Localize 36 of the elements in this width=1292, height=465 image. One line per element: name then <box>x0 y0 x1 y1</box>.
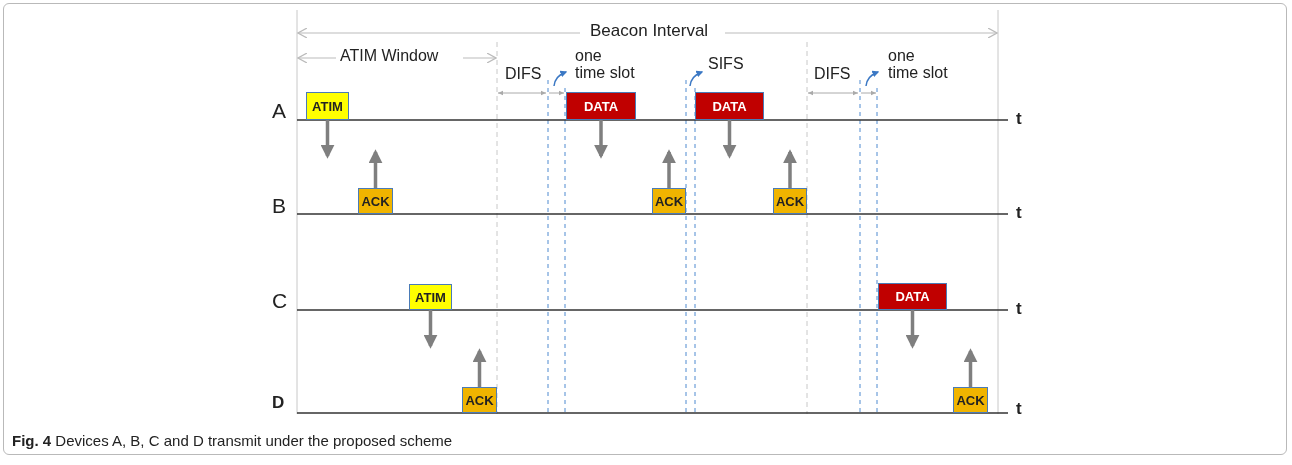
label: B <box>272 195 286 218</box>
packet-box: ACK <box>652 188 686 214</box>
arrow <box>963 348 978 387</box>
packet-box: DATA <box>566 92 636 120</box>
label: C <box>272 290 288 313</box>
packet-box: ACK <box>358 188 393 214</box>
packet-box: DATA <box>878 283 947 310</box>
label: one time slot <box>575 48 636 82</box>
label: Beacon Interval <box>590 22 709 40</box>
label: D <box>272 394 285 412</box>
arrow <box>783 149 797 188</box>
arrow <box>594 120 608 159</box>
packet-box: ACK <box>953 387 988 413</box>
label: one time slot <box>888 48 949 82</box>
label: t <box>1016 204 1022 222</box>
caption: Fig. 4 Devices A, B, C and D transmit under the proposed scheme <box>12 432 453 449</box>
label: ATIM Window <box>340 48 439 65</box>
label: DIFS <box>814 66 851 83</box>
packet-box: DATA <box>695 92 764 120</box>
label: A <box>272 100 286 123</box>
packet-box: ACK <box>773 188 807 214</box>
label: DIFS <box>505 66 542 83</box>
packet-box: ATIM <box>409 284 452 310</box>
arrow <box>662 149 676 188</box>
arrow <box>368 149 383 188</box>
packet-box: ACK <box>462 387 497 413</box>
arrow <box>905 310 920 349</box>
arrow <box>423 310 438 349</box>
label: t <box>1016 300 1022 318</box>
label: SIFS <box>708 56 744 73</box>
arrow <box>472 348 487 387</box>
arrow <box>320 120 335 159</box>
arrow <box>722 120 737 159</box>
label: t <box>1016 400 1022 418</box>
label: t <box>1016 110 1022 128</box>
packet-box: ATIM <box>306 92 349 120</box>
